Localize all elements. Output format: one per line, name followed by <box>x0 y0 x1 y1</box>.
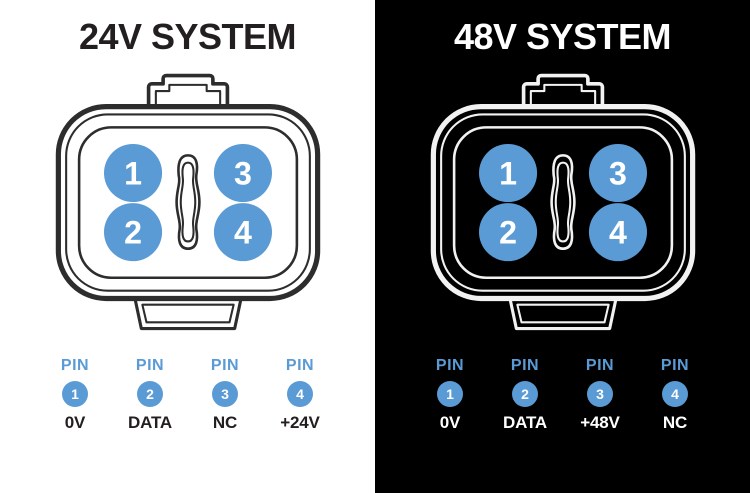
panel-48v: 48V SYSTEM 1 2 3 4 PIN 1 0V <box>375 0 750 493</box>
pin-1-circle <box>103 144 162 203</box>
connector-face-outline <box>452 126 673 280</box>
pin-number-badge: 1 <box>62 381 88 408</box>
legend-item-pin4: PIN 4 NC <box>642 357 708 433</box>
pin-value: DATA <box>503 413 547 433</box>
pin-2-number: 2 <box>499 215 517 251</box>
pin-value: +48V <box>580 413 620 433</box>
pin-word: PIN <box>585 357 615 375</box>
legend-item-pin2: PIN 2 DATA <box>492 357 558 433</box>
pin-word: PIN <box>285 357 315 375</box>
pin-value: 0V <box>64 413 86 433</box>
pin-1-circle <box>478 144 537 203</box>
legend-item-pin1: PIN 1 0V <box>42 357 108 433</box>
pin-1-number: 1 <box>124 156 142 192</box>
pin-4-circle <box>588 203 647 262</box>
pin-number-badge: 2 <box>512 381 538 408</box>
panel-24v: 24V SYSTEM 1 2 3 4 <box>0 16 375 433</box>
pin-4-number: 4 <box>609 215 627 251</box>
connector-bottom-tab-inner-line <box>140 304 235 324</box>
legend-item-pin1: PIN 1 0V <box>417 357 483 433</box>
pin-value: NC <box>212 413 238 433</box>
pin-word: PIN <box>660 357 690 375</box>
keyway-inner <box>179 161 196 243</box>
pin-number-badge: 1 <box>437 381 463 408</box>
pin-number-badge: 4 <box>287 381 313 408</box>
pin-value: DATA <box>128 413 172 433</box>
connector-top-tab-inner-line <box>154 84 221 109</box>
pin-1-number: 1 <box>499 156 517 192</box>
pin-2-circle <box>103 203 162 262</box>
connector-top-tab <box>521 74 604 111</box>
pin-legend-24v: PIN 1 0V PIN 2 DATA PIN 3 NC PIN 4 +24V <box>0 357 375 433</box>
legend-item-pin3: PIN 3 +48V <box>567 357 633 433</box>
pin-word: PIN <box>210 357 240 375</box>
legend-item-pin4: PIN 4 +24V <box>267 357 333 433</box>
connector-top-tab-inner-line <box>529 84 596 109</box>
connector-body-inner-line <box>64 113 311 293</box>
connector-body-outline <box>55 104 320 302</box>
pin-number-badge: 4 <box>662 381 688 408</box>
pin-number-badge: 3 <box>212 381 238 408</box>
pin-2-circle <box>478 203 537 262</box>
legend-item-pin2: PIN 2 DATA <box>117 357 183 433</box>
pin-word: PIN <box>135 357 165 375</box>
pin-number-badge: 3 <box>587 381 613 408</box>
pin-value: +24V <box>280 413 320 433</box>
pin-value: NC <box>662 413 688 433</box>
pin-3-number: 3 <box>609 156 627 192</box>
pin-4-circle <box>213 203 272 262</box>
pin-3-circle <box>588 144 647 203</box>
panel-title-24v: 24V SYSTEM <box>78 16 297 57</box>
connector-diagram-48v: 1 2 3 4 <box>430 74 695 331</box>
pin-number-badge: 2 <box>137 381 163 408</box>
connector-body-outline <box>430 104 695 302</box>
connector-diagram-24v: 1 2 3 4 <box>55 74 320 331</box>
connector-face-outline <box>77 126 298 280</box>
connector-body-inner-line <box>439 113 686 293</box>
pin-legend-48v: PIN 1 0V PIN 2 DATA PIN 3 +48V PIN 4 NC <box>375 357 750 433</box>
pin-word: PIN <box>60 357 90 375</box>
pin-value: 0V <box>439 413 461 433</box>
pin-3-circle <box>213 144 272 203</box>
pin-2-number: 2 <box>124 215 142 251</box>
keyway-outer <box>174 154 201 251</box>
pin-word: PIN <box>510 357 540 375</box>
pin-4-number: 4 <box>234 215 252 251</box>
connector-top-tab <box>146 74 229 111</box>
keyway-inner <box>554 161 571 243</box>
keyway-outer <box>549 154 576 251</box>
panel-title-48v: 48V SYSTEM <box>453 16 672 57</box>
legend-item-pin3: PIN 3 NC <box>192 357 258 433</box>
connector-bottom-tab-inner-line <box>515 304 610 324</box>
pin-word: PIN <box>435 357 465 375</box>
pin-3-number: 3 <box>234 156 252 192</box>
